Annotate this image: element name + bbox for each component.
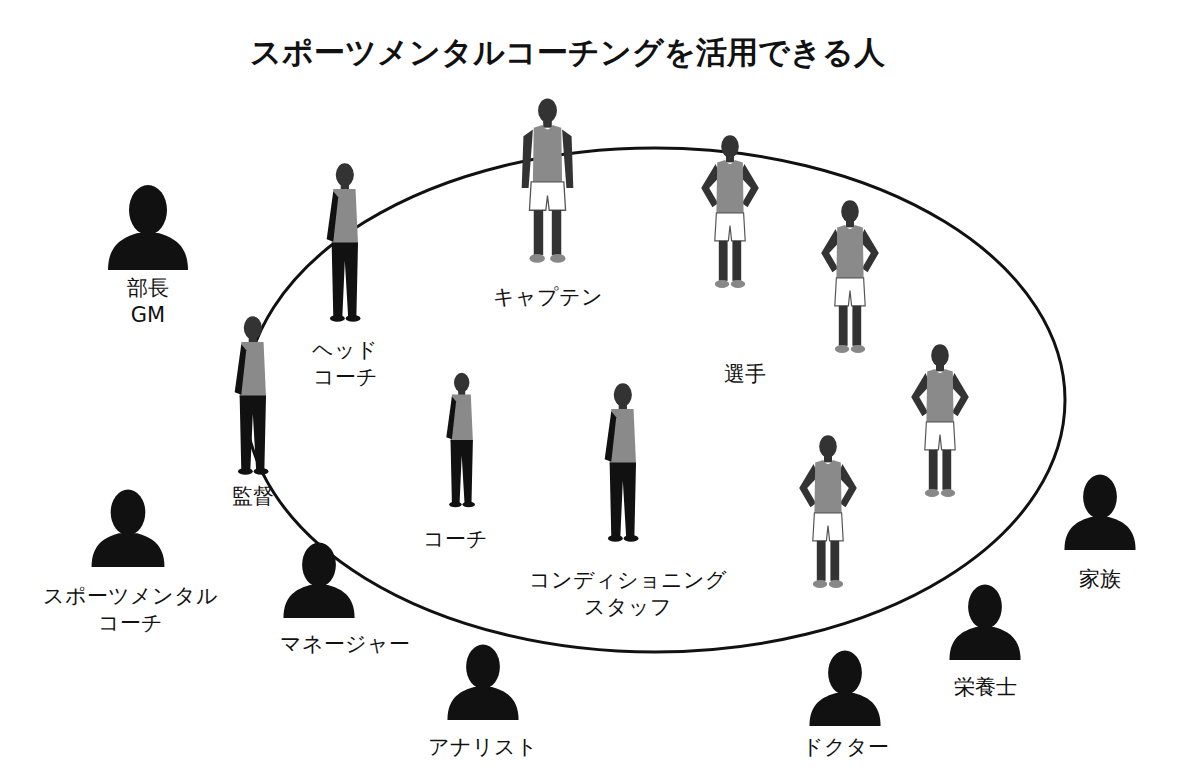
role-label: キャプテン [493, 284, 603, 311]
role-label: コーチ [423, 526, 488, 553]
role-label: コンディショニング スタッフ [529, 567, 727, 622]
role-label: 監督 [232, 483, 274, 510]
role-label: 栄養士 [954, 674, 1017, 701]
person-icons [92, 185, 1136, 726]
diagram-title: スポーツメンタルコーチングを活用できる人 [250, 32, 885, 72]
role-label: スポーツメンタル コーチ [43, 583, 218, 638]
role-label: アナリスト [428, 734, 538, 761]
role-label: ヘッド コーチ [312, 337, 378, 392]
role-label: マネージャー [280, 631, 410, 658]
person-figures [235, 98, 969, 588]
role-label: 部長 GM [127, 275, 169, 330]
group-ring [245, 148, 1065, 652]
role-label: ドクター [802, 734, 889, 761]
role-label: 選手 [724, 361, 766, 388]
role-label: 家族 [1079, 566, 1121, 593]
